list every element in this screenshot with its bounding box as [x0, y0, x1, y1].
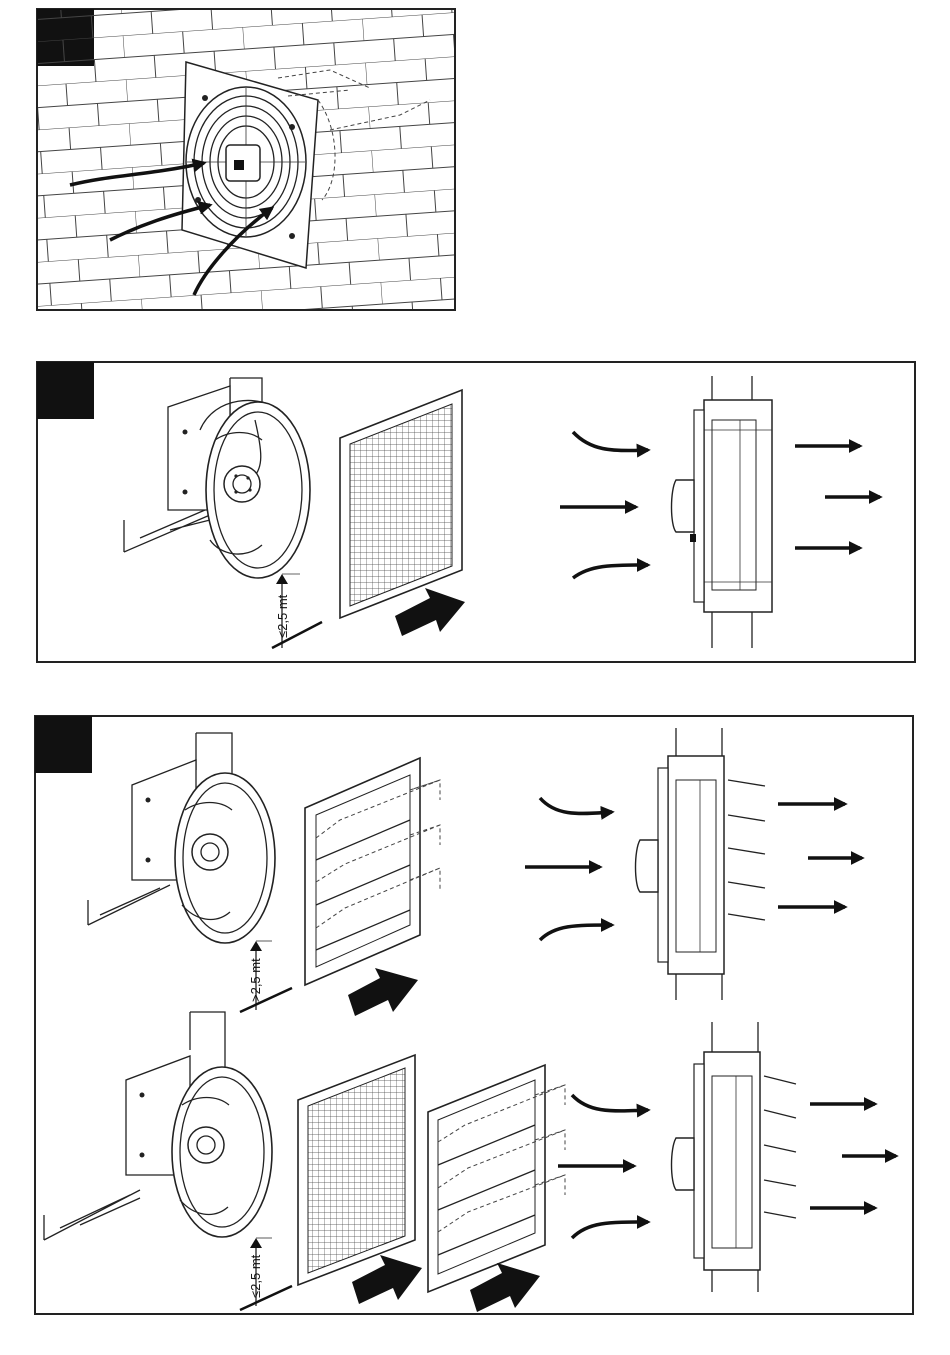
fan-side-view-icon: [672, 1022, 797, 1292]
airflow-arrow-icon: [573, 432, 648, 451]
protection-grille-icon: [340, 390, 462, 618]
brick-floor-edge: [44, 1190, 140, 1240]
height-label: ≤2,5 mt: [248, 1254, 263, 1298]
push-arrow-icon: [395, 588, 465, 636]
push-arrow-icon: [352, 1255, 422, 1304]
brick-floor-edge: [88, 885, 170, 925]
fan-side-view-icon: [636, 728, 766, 1000]
panel-guard-installation: ≤2,5 mt: [37, 362, 915, 662]
push-arrow-icon: [348, 968, 418, 1016]
panel-wall-mount: [30, 0, 470, 320]
step-badge: [35, 716, 92, 773]
wall-fan-icon: [172, 1067, 272, 1237]
airflow-arrow-icon: [572, 1222, 648, 1238]
height-label: >2,5 mt: [248, 958, 263, 1002]
gravity-shutter-icon: [428, 1065, 565, 1292]
airflow-arrow-icon: [540, 925, 612, 940]
airflow-arrow-icon: [540, 798, 612, 814]
airflow-arrow-icon: [573, 565, 648, 578]
airflow-arrow-icon: [572, 1095, 648, 1111]
step-badge: [37, 362, 94, 419]
panel-guard-and-shutter-installation: ≤2,5 mt: [44, 1012, 896, 1312]
gravity-shutter-icon: [305, 758, 440, 985]
protection-grille-icon: [298, 1055, 415, 1285]
brick-floor-edge: [124, 510, 210, 552]
wall-fan-icon: [175, 773, 275, 943]
height-label: ≤2,5 mt: [275, 594, 290, 638]
fan-side-view-icon: [672, 376, 773, 648]
